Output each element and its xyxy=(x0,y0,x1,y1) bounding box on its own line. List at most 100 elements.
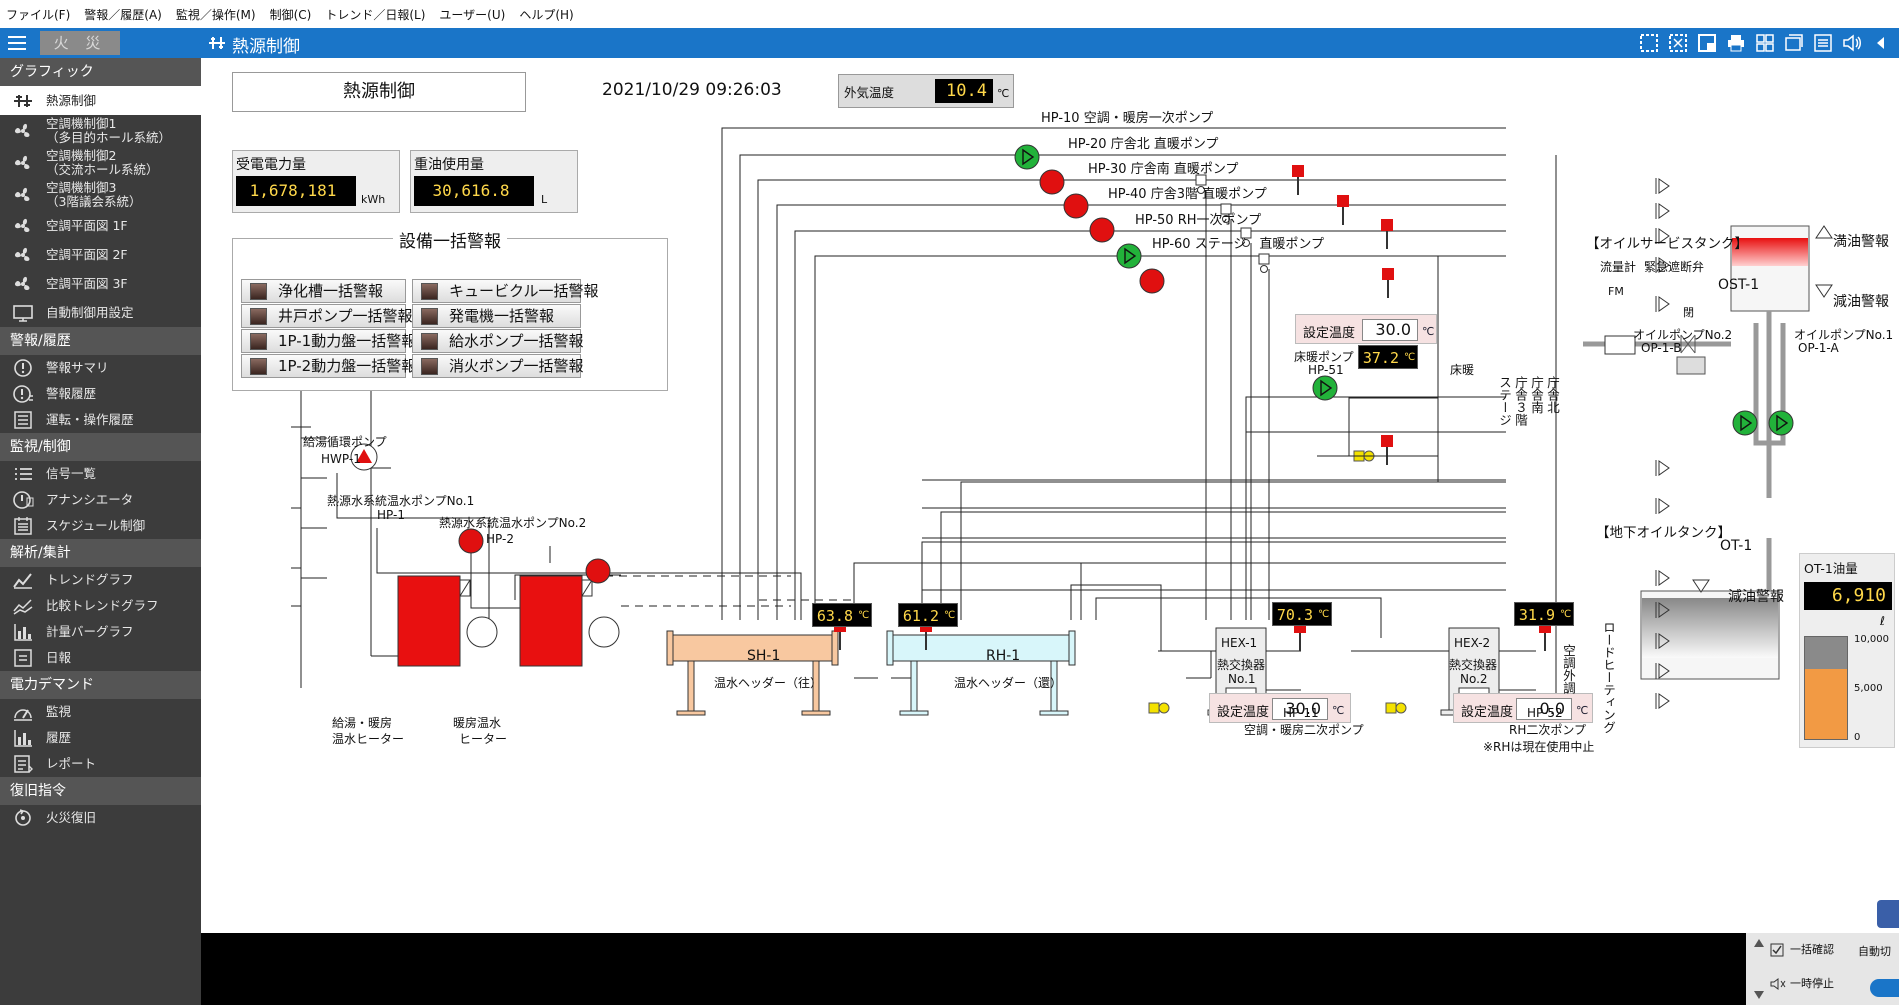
menu-item[interactable]: 制御(C) xyxy=(269,7,312,22)
side-tab-handle[interactable] xyxy=(1877,900,1899,928)
sidebar-item[interactable]: 自動制御用設定 xyxy=(0,298,201,327)
fan-icon xyxy=(14,123,30,137)
alarm-button[interactable]: 消火ポンプ一括警報 xyxy=(412,354,584,378)
grid-icon[interactable] xyxy=(1755,33,1775,53)
sidebar-item[interactable]: 熱源制御 xyxy=(0,86,201,115)
diagram-label: HP-2 xyxy=(486,532,514,546)
datetime: 2021/10/29 09:26:03 xyxy=(602,80,782,100)
sidebar-item[interactable]: レポート xyxy=(0,751,201,777)
fan-icon xyxy=(14,276,30,290)
alarm-button[interactable]: キュービクル一括警報 xyxy=(412,279,599,303)
alarm-button[interactable]: 1P-1動力盤一括警報 xyxy=(241,329,416,353)
diagram-label: HP-50 RH一次ポンプ xyxy=(1135,213,1262,228)
sidebar-item[interactable]: 火災復旧 xyxy=(0,805,201,831)
pump-icon[interactable] xyxy=(1063,193,1089,219)
alarm-button[interactable]: 1P-2動力盤一括警報 xyxy=(241,354,416,378)
expand-icon[interactable] xyxy=(1668,33,1688,53)
power-meter-box: 受電電力量 1,678,181 kWh xyxy=(232,150,400,213)
sidebar-item[interactable]: 比較トレンドグラフ xyxy=(0,593,201,619)
pump-icon[interactable] xyxy=(1116,243,1142,269)
heater-vh1[interactable] xyxy=(397,575,461,667)
diagram-label: HP-20 庁舎北 直暖ポンプ xyxy=(1068,137,1219,152)
sidebar: グラフィック 熱源制御 空調機制御1 （多目的ホール系統） 空調機制御2 （交流… xyxy=(0,58,201,1005)
sidebar-item[interactable]: 運転・操作履歴 xyxy=(0,407,201,433)
sidebar-item[interactable]: 空調機制御2 （交流ホール系統） xyxy=(0,147,201,179)
sidebar-item-label: アナンシエータ xyxy=(46,492,134,507)
pump-icon[interactable] xyxy=(1768,410,1794,436)
pump-icon[interactable] xyxy=(458,528,484,554)
vertical-label: ステージ xyxy=(1497,376,1512,426)
sidebar-item[interactable]: スケジュール制御 xyxy=(0,513,201,539)
menu-item[interactable]: 監視／操作(M) xyxy=(175,7,256,22)
sidebar-item[interactable]: トレンドグラフ xyxy=(0,567,201,593)
schedule-icon xyxy=(14,517,32,535)
temp-value: 61.2 xyxy=(902,607,939,625)
pump-icon[interactable] xyxy=(585,558,611,584)
diagram-label: RH二次ポンプ xyxy=(1509,723,1587,737)
sidebar-item-label: 運転・操作履歴 xyxy=(46,412,134,427)
pump-icon[interactable] xyxy=(1014,144,1040,170)
sidebar-item[interactable]: アナンシエータ xyxy=(0,487,201,513)
pause-button[interactable]: 一時停止 xyxy=(1766,971,1852,997)
menu-item[interactable]: ユーザー(U) xyxy=(439,7,506,22)
heater-vh2[interactable] xyxy=(519,575,583,667)
alarm-button[interactable]: 給水ポンプ一括警報 xyxy=(412,329,584,353)
pump-icon[interactable] xyxy=(1039,169,1065,195)
auto-toggle[interactable] xyxy=(1870,979,1899,997)
menu-item[interactable]: ファイル(F) xyxy=(6,7,71,22)
page-title-box: 熱源制御 xyxy=(232,72,526,112)
sidebar-item[interactable]: 信号一覧 xyxy=(0,461,201,487)
sidebar-item[interactable]: 監視 xyxy=(0,699,201,725)
scroll-down-icon[interactable] xyxy=(1754,991,1764,999)
pause-label: 一時停止 xyxy=(1790,977,1834,990)
hex1-setpoint-value[interactable]: 30.0 xyxy=(1272,698,1328,720)
pump-icon[interactable] xyxy=(1732,410,1758,436)
sidebar-item-label: 監視 xyxy=(46,704,72,719)
diagram-label: 熱源水系統温水ポンプNo.2 xyxy=(439,516,587,530)
sidebar-item[interactable]: 警報サマリ xyxy=(0,355,201,381)
sh1-header[interactable] xyxy=(670,634,835,662)
rh1-header[interactable] xyxy=(890,634,1072,662)
temp-value: 63.8 xyxy=(816,607,853,625)
toolbar xyxy=(1639,33,1891,53)
hex2-setpoint-value[interactable]: 0.0 xyxy=(1516,698,1572,720)
sidebar-item[interactable]: 空調機制御1 （多目的ホール系統） xyxy=(0,115,201,147)
confirm-all-button[interactable]: 一括確認 xyxy=(1766,937,1852,963)
menu-item[interactable]: ヘルプ(H) xyxy=(519,7,574,22)
pump-icon[interactable] xyxy=(1139,268,1165,294)
floor-setpoint-value[interactable]: 30.0 xyxy=(1362,319,1418,341)
sidebar-item-label: レポート xyxy=(46,756,97,771)
diagram-label: 温水ヘッダー（還） xyxy=(954,676,1063,690)
ot1-amount-box: OT-1油量 6,910 ℓ 10,000 5,000 0 xyxy=(1799,553,1895,748)
list-view-icon[interactable] xyxy=(1813,33,1833,53)
sidebar-item[interactable]: 空調機制御3 （3階議会系統） xyxy=(0,179,201,211)
main-canvas: 熱源制御 2021/10/29 09:26:03 外気温度 10.4 ℃ 受電電… xyxy=(201,58,1899,933)
layout-icon[interactable] xyxy=(1697,33,1717,53)
sidebar-item[interactable]: 空調平面図 1F xyxy=(0,211,201,240)
sidebar-item[interactable]: 空調平面図 2F xyxy=(0,240,201,269)
window-icon[interactable] xyxy=(1784,33,1804,53)
menu-item[interactable]: 警報／履歴(A) xyxy=(84,7,162,22)
hamburger-menu-icon[interactable] xyxy=(8,35,26,51)
menu-item[interactable]: トレンド／日報(L) xyxy=(325,7,426,22)
fit-icon[interactable] xyxy=(1639,33,1659,53)
sidebar-item[interactable]: 日報 xyxy=(0,645,201,671)
sidebar-item[interactable]: 計量バーグラフ xyxy=(0,619,201,645)
pump-icon[interactable] xyxy=(1312,375,1338,401)
oil-usage-unit: L xyxy=(541,193,548,206)
alarm-button[interactable]: 浄化槽一括警報 xyxy=(241,279,406,303)
pump-icon[interactable] xyxy=(1089,217,1115,243)
sidebar-item-label: 空調平面図 2F xyxy=(46,246,128,262)
collapse-icon[interactable] xyxy=(1871,33,1891,53)
alarm-button[interactable]: 発電機一括警報 xyxy=(412,304,581,328)
fire-indicator[interactable]: 火 災 xyxy=(40,31,120,55)
speaker-icon[interactable] xyxy=(1842,33,1862,53)
sidebar-item[interactable]: 警報履歴 xyxy=(0,381,201,407)
sidebar-item[interactable]: 空調平面図 3F xyxy=(0,269,201,298)
sidebar-item[interactable]: 履歴 xyxy=(0,725,201,751)
scroll-up-icon[interactable] xyxy=(1754,939,1764,947)
alarm-button[interactable]: 井戸ポンプ一括警報 xyxy=(241,304,413,328)
sidebar-section: 解析/集計 xyxy=(0,539,201,567)
outside-temp-unit: ℃ xyxy=(997,87,1010,100)
print-icon[interactable] xyxy=(1726,33,1746,53)
